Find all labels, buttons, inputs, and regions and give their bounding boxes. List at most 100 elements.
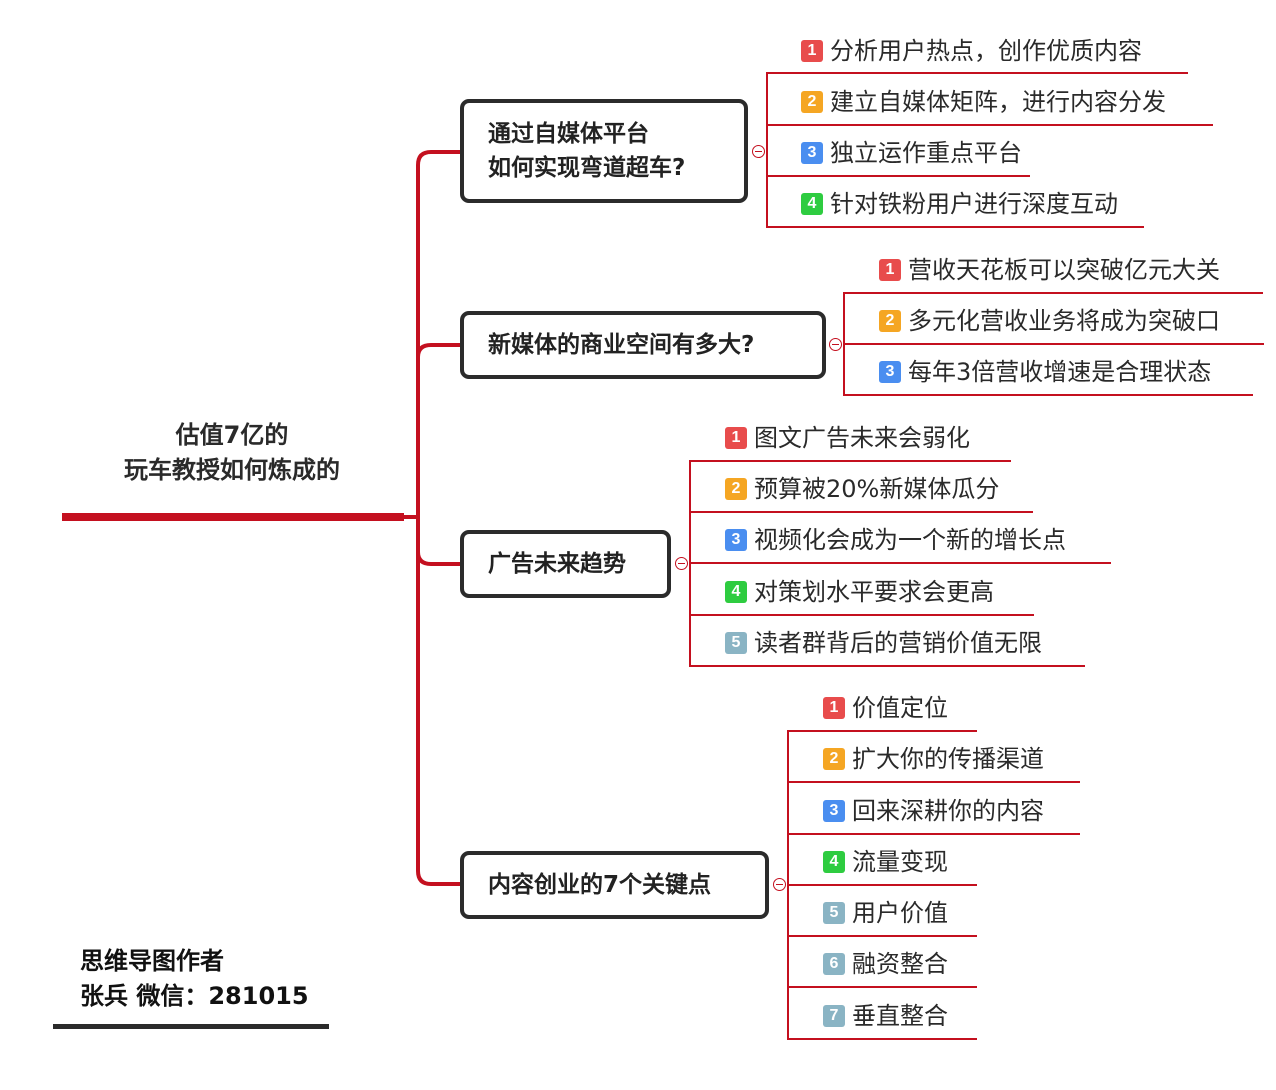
- number-badge-6-icon: 6: [823, 953, 845, 975]
- number-badge-3-icon: 3: [823, 800, 845, 822]
- subtopic-label: 回来深耕你的内容: [852, 797, 1044, 825]
- subtopic-bracket-1: [766, 73, 768, 228]
- subtopic-1-4[interactable]: 4 针对铁粉用户进行深度互动: [801, 189, 1118, 219]
- branch-3-connector: [416, 517, 462, 566]
- topic-2-line1: 新媒体的商业空间有多大?: [488, 332, 755, 358]
- number-badge-1-icon: 1: [725, 427, 747, 449]
- author-credit: 思维导图作者 张兵 微信：281015: [80, 944, 309, 1014]
- subtopic-4-7[interactable]: 7 垂直整合: [823, 1001, 948, 1031]
- number-badge-3-icon: 3: [801, 142, 823, 164]
- author-credit-line1: 思维导图作者: [80, 947, 224, 975]
- number-badge-1-icon: 1: [879, 259, 901, 281]
- subtopic-underline: [787, 781, 1080, 783]
- subtopic-underline: [689, 614, 1034, 616]
- subtopic-label: 用户价值: [852, 899, 948, 927]
- subtopic-1-3[interactable]: 3 独立运作重点平台: [801, 138, 1022, 168]
- number-badge-1-icon: 1: [823, 697, 845, 719]
- subtopic-2-2[interactable]: 2 多元化营收业务将成为突破口: [879, 306, 1220, 336]
- subtopic-underline: [689, 511, 1033, 513]
- subtopic-1-2[interactable]: 2 建立自媒体矩阵，进行内容分发: [801, 87, 1166, 117]
- subtopic-underline: [787, 730, 977, 732]
- subtopic-underline: [787, 935, 977, 937]
- number-badge-4-icon: 4: [801, 193, 823, 215]
- subtopic-2-3[interactable]: 3 每年3倍营收增速是合理状态: [879, 357, 1211, 387]
- subtopic-label: 读者群背后的营销价值无限: [754, 629, 1042, 657]
- subtopic-3-1[interactable]: 1 图文广告未来会弱化: [725, 423, 970, 453]
- subtopic-label: 视频化会成为一个新的增长点: [754, 526, 1066, 554]
- author-credit-line2: 张兵 微信：281015: [80, 982, 309, 1010]
- subtopic-label: 扩大你的传播渠道: [852, 745, 1044, 773]
- subtopic-3-3[interactable]: 3 视频化会成为一个新的增长点: [725, 525, 1066, 555]
- branch-2-connector: [416, 343, 462, 517]
- number-badge-3-icon: 3: [879, 361, 901, 383]
- topic-4-line1: 内容创业的7个关键点: [488, 872, 712, 898]
- number-badge-3-icon: 3: [725, 529, 747, 551]
- root-title-line2: 玩车教授如何炼成的: [124, 456, 340, 484]
- topic-1-line1: 通过自媒体平台: [488, 121, 649, 147]
- author-underline: [53, 1024, 329, 1029]
- subtopic-label: 融资整合: [852, 950, 948, 978]
- number-badge-5-icon: 5: [823, 902, 845, 924]
- subtopic-label: 流量变现: [852, 848, 948, 876]
- root-underline: [62, 513, 404, 521]
- number-badge-7-icon: 7: [823, 1005, 845, 1027]
- subtopic-label: 营收天花板可以突破亿元大关: [908, 256, 1220, 284]
- subtopic-label: 预算被20%新媒体瓜分: [754, 475, 1000, 503]
- subtopic-label: 图文广告未来会弱化: [754, 424, 970, 452]
- subtopic-4-3[interactable]: 3 回来深耕你的内容: [823, 796, 1044, 826]
- number-badge-2-icon: 2: [823, 748, 845, 770]
- root-title[interactable]: 估值7亿的 玩车教授如何炼成的: [92, 418, 372, 488]
- subtopic-underline: [843, 394, 1253, 396]
- topic-2[interactable]: 新媒体的商业空间有多大?: [460, 311, 826, 379]
- subtopic-label: 对策划水平要求会更高: [754, 578, 994, 606]
- subtopic-1-1[interactable]: 1 分析用户热点，创作优质内容: [801, 36, 1142, 66]
- topic-3[interactable]: 广告未来趋势: [460, 530, 671, 598]
- subtopic-4-5[interactable]: 5 用户价值: [823, 898, 948, 928]
- root-title-line1: 估值7亿的: [175, 421, 289, 449]
- subtopic-label: 建立自媒体矩阵，进行内容分发: [830, 88, 1166, 116]
- topic-1[interactable]: 通过自媒体平台 如何实现弯道超车?: [460, 99, 748, 203]
- subtopic-label: 独立运作重点平台: [830, 139, 1022, 167]
- subtopic-underline: [766, 226, 1144, 228]
- subtopic-3-2[interactable]: 2 预算被20%新媒体瓜分: [725, 474, 999, 504]
- subtopic-underline: [689, 460, 1011, 462]
- subtopic-underline: [766, 124, 1213, 126]
- collapse-toggle-3[interactable]: [675, 557, 688, 570]
- topic-4[interactable]: 内容创业的7个关键点: [460, 851, 769, 919]
- subtopic-underline: [787, 884, 977, 886]
- subtopic-label: 每年3倍营收增速是合理状态: [908, 358, 1212, 386]
- subtopic-underline: [787, 833, 1080, 835]
- branch-4-connector: [416, 517, 462, 886]
- subtopic-4-2[interactable]: 2 扩大你的传播渠道: [823, 744, 1044, 774]
- subtopic-underline: [843, 292, 1263, 294]
- number-badge-2-icon: 2: [801, 91, 823, 113]
- number-badge-5-icon: 5: [725, 632, 747, 654]
- number-badge-2-icon: 2: [879, 310, 901, 332]
- subtopic-4-6[interactable]: 6 融资整合: [823, 949, 948, 979]
- topic-1-line2: 如何实现弯道超车?: [488, 155, 686, 181]
- collapse-toggle-4[interactable]: [773, 878, 786, 891]
- number-badge-1-icon: 1: [801, 40, 823, 62]
- subtopic-label: 价值定位: [852, 694, 948, 722]
- subtopic-underline: [787, 1038, 977, 1040]
- subtopic-underline: [787, 986, 977, 988]
- subtopic-label: 针对铁粉用户进行深度互动: [830, 190, 1118, 218]
- number-badge-4-icon: 4: [823, 851, 845, 873]
- subtopic-underline: [766, 175, 1030, 177]
- subtopic-3-4[interactable]: 4 对策划水平要求会更高: [725, 577, 994, 607]
- number-badge-2-icon: 2: [725, 478, 747, 500]
- subtopic-label: 分析用户热点，创作优质内容: [830, 37, 1142, 65]
- subtopic-underline: [843, 343, 1264, 345]
- subtopic-4-4[interactable]: 4 流量变现: [823, 847, 948, 877]
- collapse-toggle-1[interactable]: [752, 145, 765, 158]
- subtopic-underline: [766, 72, 1188, 74]
- subtopic-2-1[interactable]: 1 营收天花板可以突破亿元大关: [879, 255, 1220, 285]
- subtopic-underline: [689, 562, 1111, 564]
- subtopic-label: 多元化营收业务将成为突破口: [908, 307, 1220, 335]
- branch-1-connector: [416, 150, 462, 517]
- subtopic-underline: [689, 665, 1085, 667]
- subtopic-4-1[interactable]: 1 价值定位: [823, 693, 948, 723]
- subtopic-3-5[interactable]: 5 读者群背后的营销价值无限: [725, 628, 1042, 658]
- subtopic-label: 垂直整合: [852, 1002, 948, 1030]
- collapse-toggle-2[interactable]: [829, 338, 842, 351]
